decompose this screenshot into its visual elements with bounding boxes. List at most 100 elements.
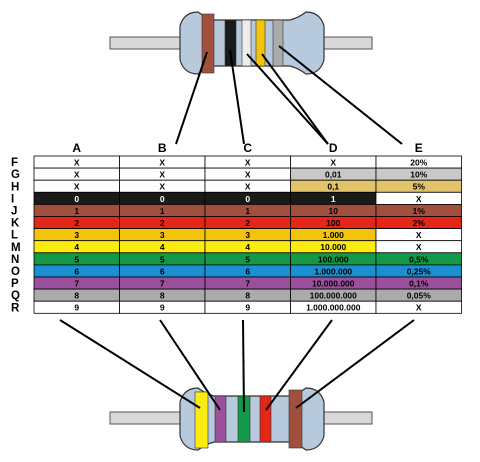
table-cell-j-d: 10 — [329, 206, 339, 216]
bottom-band-1 — [194, 391, 209, 449]
row-label-j: J — [11, 206, 17, 218]
table-cell-f-d: X — [330, 158, 336, 168]
bottom-resistor-lead-right — [317, 411, 373, 425]
table-cell-g-d: 0,01 — [325, 170, 342, 180]
column-header-e: E — [415, 141, 423, 155]
table-cell-r-e: X — [416, 303, 422, 313]
table-cell-p-b: 7 — [160, 279, 165, 289]
bottom-resistor-lead-left — [109, 411, 187, 425]
table-cell-k-b: 2 — [160, 218, 165, 228]
table-cell-h-b: X — [159, 182, 165, 192]
table-cell-i-c: 0 — [245, 194, 250, 204]
table-cell-r-a: 9 — [74, 303, 79, 313]
bottom-band-4 — [259, 395, 272, 443]
table-cell-k-a: 2 — [74, 218, 79, 228]
table-cell-k-c: 2 — [245, 218, 250, 228]
table-cell-bg-r-e — [375, 300, 462, 314]
table-cell-o-c: 6 — [245, 266, 250, 276]
table-cell-g-b: X — [159, 170, 165, 180]
top-resistor-lead-right — [317, 36, 373, 50]
table-cell-g-c: X — [245, 170, 251, 180]
connector-bottom-a — [59, 319, 201, 409]
table-cell-f-a: X — [74, 158, 80, 168]
table-cell-m-a: 4 — [74, 242, 79, 252]
table-cell-n-b: 5 — [160, 254, 165, 264]
table-cell-n-e: 0,5% — [409, 254, 429, 264]
connector-top-a — [175, 51, 208, 145]
top-band-4 — [255, 19, 266, 67]
table-cell-q-b: 8 — [160, 291, 165, 301]
row-label-k: K — [11, 218, 20, 230]
table-cell-h-c: X — [245, 182, 251, 192]
bottom-band-5 — [288, 389, 303, 449]
connector-top-e — [278, 45, 403, 145]
connector-top-d — [261, 53, 329, 145]
table-cell-k-d: 100 — [326, 218, 340, 228]
table-cell-o-e: 0,25% — [407, 266, 432, 276]
bottom-band-2 — [214, 395, 227, 443]
table-cell-m-b: 4 — [160, 242, 165, 252]
table-cell-f-e: 20% — [410, 158, 427, 168]
table-cell-m-e: X — [416, 242, 422, 252]
table-cell-r-c: 9 — [245, 303, 250, 313]
table-cell-q-e: 0,05% — [407, 291, 432, 301]
table-cell-n-c: 5 — [245, 254, 250, 264]
table-cell-n-d: 100.000 — [318, 254, 349, 264]
table-cell-q-a: 8 — [74, 291, 79, 301]
table-cell-j-a: 1 — [74, 206, 79, 216]
column-header-c: C — [243, 141, 252, 155]
top-resistor-body — [179, 11, 325, 75]
table-cell-j-c: 1 — [245, 206, 250, 216]
table-cell-i-b: 0 — [160, 194, 165, 204]
top-band-3 — [241, 19, 252, 67]
table-cell-h-a: X — [74, 182, 80, 192]
row-label-l: L — [11, 230, 18, 242]
table-cell-p-e: 0,1% — [409, 279, 429, 289]
row-label-p: P — [11, 278, 19, 290]
table-cell-n-a: 5 — [74, 254, 79, 264]
table-cell-g-e: 10% — [410, 170, 427, 180]
table-cell-p-d: 10.000.000 — [312, 279, 355, 289]
connector-bottom-e — [295, 319, 415, 409]
connector-lines — [59, 45, 415, 413]
table-cell-o-a: 6 — [74, 266, 79, 276]
row-label-o: O — [11, 266, 20, 278]
table-cell-r-d: 1.000.000.000 — [306, 303, 361, 313]
table-cell-p-a: 7 — [74, 279, 79, 289]
table-cell-k-e: 2% — [413, 218, 426, 228]
connector-bottom-d — [265, 319, 333, 411]
table-cell-o-b: 6 — [160, 266, 165, 276]
connector-top-c — [246, 53, 329, 145]
bottom-resistor — [109, 387, 373, 451]
row-label-n: N — [11, 254, 19, 266]
table-cell-g-a: X — [74, 170, 80, 180]
table-cell-l-c: 3 — [245, 230, 250, 240]
connector-bottom-c — [242, 319, 245, 413]
column-header-d: D — [329, 141, 338, 155]
table-cell-l-d: 1.000 — [323, 230, 345, 240]
table-cell-l-e: X — [416, 230, 422, 240]
top-band-5 — [272, 19, 284, 67]
table-cell-o-d: 1.000.000 — [314, 266, 352, 276]
top-band-2 — [224, 19, 237, 67]
table-cell-l-b: 3 — [160, 230, 165, 240]
row-label-q: Q — [11, 290, 20, 302]
row-label-f: F — [11, 157, 18, 169]
table-cell-i-d: 1 — [331, 194, 336, 204]
row-label-h: H — [11, 181, 19, 193]
table-cell-q-c: 8 — [245, 291, 250, 301]
row-label-r: R — [11, 302, 20, 314]
table-cell-j-e: 1% — [413, 206, 426, 216]
table-cell-f-b: X — [159, 158, 165, 168]
table-cell-p-c: 7 — [245, 279, 250, 289]
table-cell-h-d: 0,1 — [327, 182, 339, 192]
table-cell-q-d: 100.000.000 — [310, 291, 358, 301]
table-cell-r-b: 9 — [160, 303, 165, 313]
table-cell-i-a: 0 — [74, 194, 79, 204]
row-label-g: G — [11, 169, 20, 181]
table-cell-l-a: 3 — [74, 230, 79, 240]
row-label-i: I — [11, 193, 14, 205]
connector-bottom-b — [159, 319, 221, 411]
